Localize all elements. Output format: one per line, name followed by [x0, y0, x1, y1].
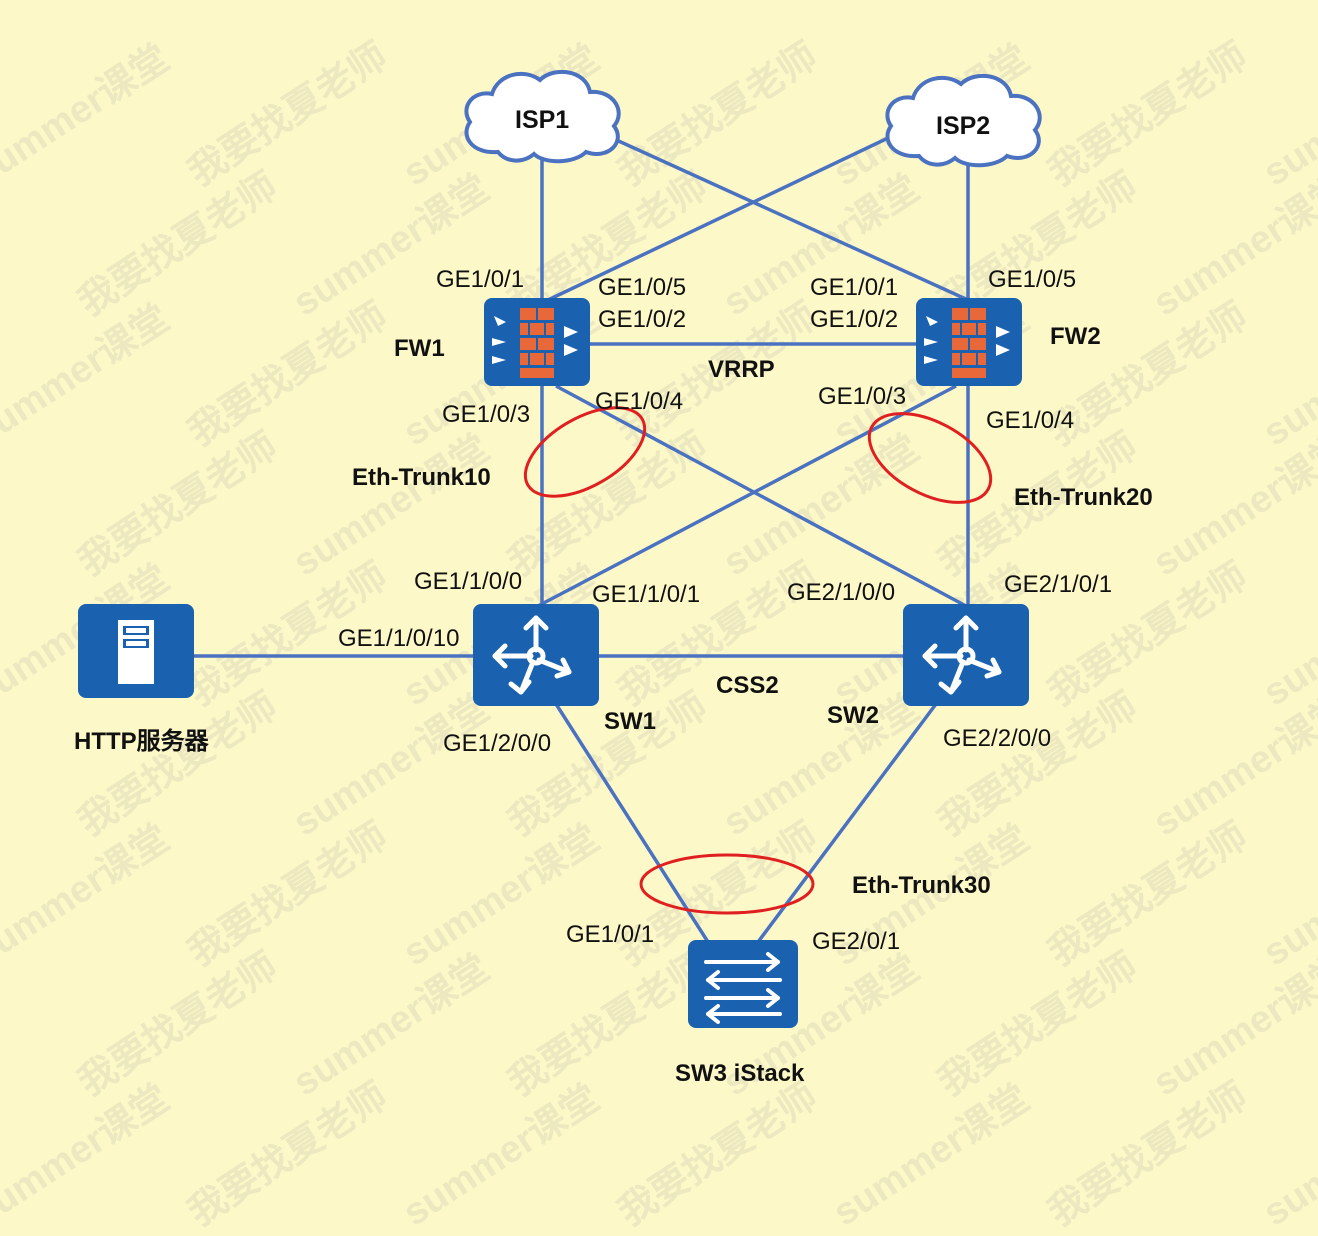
- cloud-isp1-icon: [464, 70, 621, 164]
- vrrp-label: VRRP: [708, 356, 775, 383]
- port-label: GE2/2/0/0: [943, 725, 1052, 752]
- port-label: GE1/1/0/10: [338, 625, 460, 652]
- eth-trunk30-label: Eth-Trunk30: [852, 872, 991, 899]
- network-topology-diagram: summer课堂我要找夏老师summer课堂我要找夏老师summer课堂我要找夏…: [0, 35, 1318, 1234]
- port-label: GE1/2/0/0: [443, 730, 552, 757]
- link-sw1-sw3: [554, 703, 710, 943]
- port-label: GE1/0/2: [598, 306, 687, 333]
- switch-sw1-icon: [473, 604, 599, 706]
- eth-trunk10-ring: [523, 406, 647, 498]
- fw1-label: FW1: [394, 335, 445, 362]
- port-label: GE1/1/0/1: [592, 581, 701, 608]
- switch-sw3-icon: [688, 940, 798, 1028]
- sw1-label: SW1: [604, 708, 657, 735]
- port-label: GE1/0/2: [810, 306, 899, 333]
- sw2-label: SW2: [827, 702, 880, 729]
- port-label: GE1/0/5: [598, 274, 687, 301]
- port-label: GE1/0/1: [566, 921, 655, 948]
- link-isp1-fw2: [611, 136, 969, 302]
- port-label: GE2/0/1: [812, 928, 901, 955]
- link-isp2-fw1: [547, 136, 889, 302]
- cloud-isp2-icon: [885, 74, 1042, 168]
- firewall-fw1-icon: [484, 298, 590, 386]
- links-layer: [192, 136, 993, 944]
- sw3-label: SW3 iStack: [675, 1060, 805, 1087]
- server-icon: [78, 604, 194, 698]
- port-label: GE1/0/3: [442, 401, 531, 428]
- isp2-label: ISP2: [936, 112, 991, 140]
- port-label: GE2/1/0/0: [787, 579, 896, 606]
- port-label: GE1/0/1: [810, 274, 899, 301]
- link-fw1-sw2: [555, 384, 967, 608]
- isp1-label: ISP1: [515, 106, 570, 134]
- port-label: GE1/0/5: [988, 266, 1077, 293]
- eth-trunk30-ring: [639, 853, 815, 915]
- port-label: GE1/0/1: [436, 266, 525, 293]
- eth-trunk20-ring: [867, 412, 993, 504]
- http-server-label: HTTP服务器: [74, 728, 209, 755]
- link-fw2-sw1: [537, 384, 957, 608]
- eth-trunk10-label: Eth-Trunk10: [352, 464, 491, 491]
- port-label: GE2/1/0/1: [1004, 571, 1113, 598]
- link-sw2-sw3: [756, 702, 938, 944]
- firewall-fw2-icon: [916, 298, 1022, 386]
- css2-label: CSS2: [716, 672, 779, 699]
- fw2-label: FW2: [1050, 323, 1101, 350]
- port-label: GE1/1/0/0: [414, 568, 523, 595]
- switch-sw2-icon: [903, 604, 1029, 706]
- port-label: GE1/0/4: [986, 407, 1075, 434]
- port-label: GE1/0/3: [818, 383, 907, 410]
- port-label: GE1/0/4: [595, 388, 684, 415]
- eth-trunk20-label: Eth-Trunk20: [1014, 484, 1153, 511]
